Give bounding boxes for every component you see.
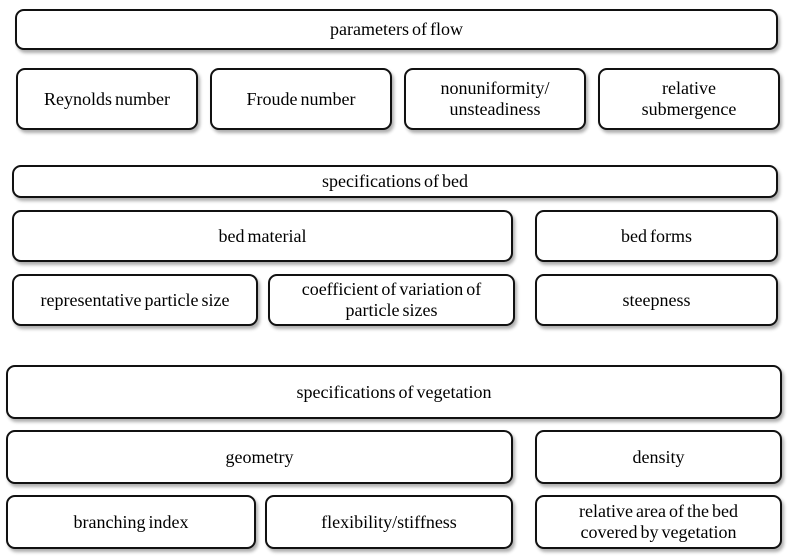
box-representative-particle-size: representative particle size (12, 274, 258, 326)
box-label: representative particle size (40, 289, 230, 310)
box-steepness: steepness (535, 274, 778, 326)
box-label: steepness (622, 289, 691, 310)
box-specifications-of-bed: specifications of bed (12, 165, 778, 198)
box-specifications-of-vegetation: specifications of vegetation (6, 365, 782, 419)
box-label: coefficient of variation of particle siz… (301, 279, 482, 320)
box-label: branching index (73, 511, 189, 532)
box-label: bed material (218, 225, 307, 246)
box-label: specifications of vegetation (296, 381, 492, 402)
box-relative-area-covered: relative area of the bed covered by vege… (535, 495, 782, 549)
box-coefficient-of-variation: coefficient of variation of particle siz… (268, 274, 515, 326)
box-froude-number: Froude number (210, 68, 392, 130)
box-bed-forms: bed forms (535, 210, 778, 262)
box-label: bed forms (621, 225, 692, 246)
box-label: relative area of the bed covered by vege… (579, 501, 738, 542)
box-label: density (632, 446, 685, 467)
box-parameters-of-flow: parameters of flow (15, 9, 778, 50)
box-label: parameters of flow (330, 19, 463, 40)
box-label: relative submergence (641, 78, 737, 119)
box-label: specifications of bed (322, 171, 468, 192)
box-geometry: geometry (6, 430, 513, 484)
box-relative-submergence: relative submergence (598, 68, 780, 130)
box-branching-index: branching index (6, 495, 256, 549)
box-bed-material: bed material (12, 210, 513, 262)
box-flexibility-stiffness: flexibility/stiffness (265, 495, 513, 549)
box-reynolds-number: Reynolds number (16, 68, 198, 130)
box-label: nonuniformity/ unsteadiness (440, 78, 550, 119)
box-label: flexibility/stiffness (321, 511, 457, 532)
box-label: Froude number (246, 88, 356, 109)
box-label: geometry (225, 446, 294, 467)
box-nonuniformity-unsteadiness: nonuniformity/ unsteadiness (404, 68, 586, 130)
box-density: density (535, 430, 782, 484)
box-label: Reynolds number (44, 88, 170, 109)
